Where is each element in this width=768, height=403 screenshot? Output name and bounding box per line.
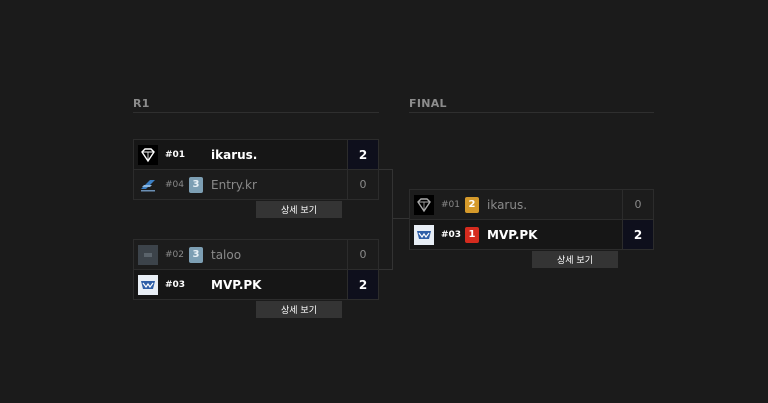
round-title-final: FINAL — [409, 97, 447, 110]
bracket-connector — [379, 169, 393, 170]
team-row-mvp[interactable]: #03 1 MVP.PK 2 — [409, 220, 654, 250]
round-divider — [409, 112, 654, 113]
match-r1-2: #02 3 taloo 0 #03 MVP.PK 2 — [133, 239, 379, 300]
team-score: 0 — [347, 170, 378, 199]
match-details-button[interactable]: 상세 보기 — [256, 301, 342, 318]
team-name: Entry.kr — [211, 177, 257, 192]
team-score: 0 — [347, 240, 378, 269]
team-seed: #04 — [165, 179, 184, 190]
team-row-ikarus[interactable]: #01 ikarus. 2 — [133, 139, 379, 170]
team-seed: #03 — [441, 229, 462, 240]
entry-logo-icon — [138, 174, 158, 195]
team-score: 0 — [622, 190, 653, 219]
team-name: MVP.PK — [211, 277, 262, 292]
match-details-button[interactable]: 상세 보기 — [532, 251, 618, 268]
placeholder-logo-icon — [138, 244, 158, 265]
team-seed: #03 — [165, 279, 186, 290]
diamond-logo-icon — [138, 144, 158, 165]
team-seed: #02 — [165, 249, 184, 260]
match-details-button[interactable]: 상세 보기 — [256, 201, 342, 218]
team-score: 2 — [347, 270, 378, 299]
match-r1-1: #01 ikarus. 2 #04 3 Entry.kr 0 — [133, 139, 379, 200]
rank-badge: 3 — [189, 246, 203, 263]
round-title-r1: R1 — [133, 97, 150, 110]
team-name: ikarus. — [487, 197, 528, 212]
team-row-ikarus[interactable]: #01 2 ikarus. 0 — [409, 189, 654, 220]
team-seed: #01 — [441, 199, 460, 210]
round-divider — [133, 112, 379, 113]
team-row-mvp[interactable]: #03 MVP.PK 2 — [133, 270, 379, 300]
mvp-logo-icon — [414, 224, 434, 245]
rank-badge: 2 — [465, 196, 479, 213]
team-score: 2 — [622, 220, 653, 249]
bracket-connector — [379, 269, 393, 270]
team-name: ikarus. — [211, 147, 258, 162]
mvp-logo-icon — [138, 274, 158, 295]
bracket-connector — [392, 218, 409, 219]
match-final: #01 2 ikarus. 0 #03 1 MVP.PK 2 — [409, 189, 654, 250]
team-name: taloo — [211, 247, 242, 262]
team-score: 2 — [347, 140, 378, 169]
team-seed: #01 — [165, 149, 186, 160]
bracket-connector — [392, 169, 393, 269]
diamond-logo-icon — [414, 194, 434, 215]
rank-badge: 3 — [189, 176, 203, 193]
rank-badge: 1 — [465, 226, 479, 243]
team-row-taloo[interactable]: #02 3 taloo 0 — [133, 239, 379, 270]
team-row-entry[interactable]: #04 3 Entry.kr 0 — [133, 170, 379, 200]
team-name: MVP.PK — [487, 227, 538, 242]
